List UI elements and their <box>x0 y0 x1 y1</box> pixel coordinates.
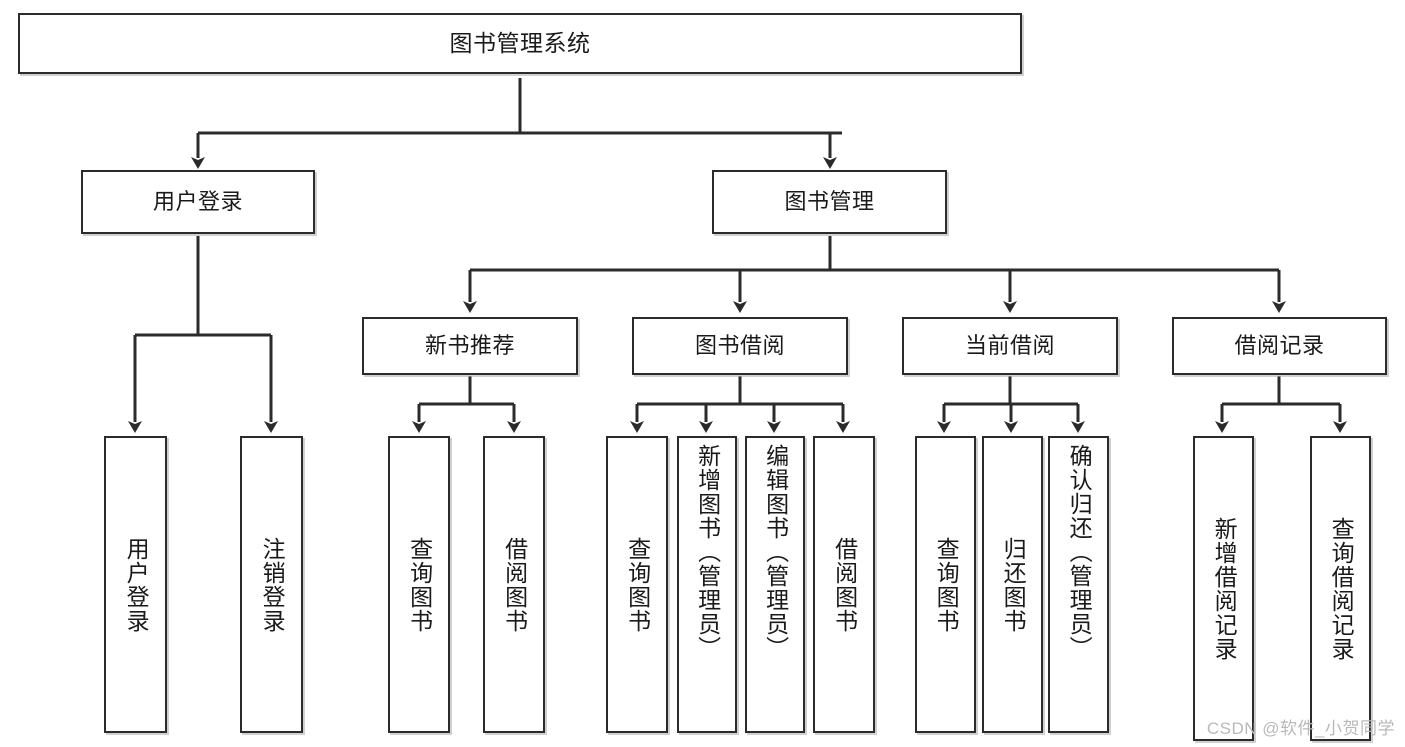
node-leaf-query-borrow-record[interactable]: 查询借阅记录 <box>1310 436 1371 741</box>
node-label: 注销登录 <box>259 536 286 633</box>
node-label: 查询图书 <box>406 536 433 633</box>
node-label: 查询借阅记录 <box>1328 516 1355 661</box>
node-label: 借阅图书 <box>831 536 858 633</box>
node-label: 查询图书 <box>624 536 651 633</box>
node-label: 新增图书（管理员） <box>694 444 721 660</box>
node-leaf-logout[interactable]: 注销登录 <box>240 436 303 733</box>
node-label: 用户登录 <box>152 189 243 215</box>
node-label: 图书管理 <box>784 189 875 215</box>
node-leaf-add-book-admin[interactable]: 新增图书（管理员） <box>677 436 737 733</box>
node-leaf-user-login[interactable]: 用户登录 <box>104 436 167 733</box>
node-leaf-borrow-book[interactable]: 借阅图书 <box>813 436 875 733</box>
node-label: 用户登录 <box>123 536 150 633</box>
node-label: 借阅记录 <box>1234 333 1325 359</box>
node-label: 当前借阅 <box>964 333 1055 359</box>
node-leaf-query-book-borrow[interactable]: 查询图书 <box>606 436 668 733</box>
node-label: 归还图书 <box>1000 536 1027 633</box>
node-label: 借阅图书 <box>501 536 528 633</box>
node-leaf-edit-book-admin[interactable]: 编辑图书（管理员） <box>745 436 805 733</box>
node-root-book-management-system[interactable]: 图书管理系统 <box>18 13 1022 74</box>
node-label: 查询图书 <box>933 536 960 633</box>
node-leaf-borrow-book-recommend[interactable]: 借阅图书 <box>483 436 545 733</box>
node-label: 新增借阅记录 <box>1211 516 1238 661</box>
node-leaf-query-book-current[interactable]: 查询图书 <box>915 436 976 733</box>
node-new-book-recommend[interactable]: 新书推荐 <box>362 317 578 375</box>
node-label: 编辑图书（管理员） <box>762 444 789 660</box>
node-book-management[interactable]: 图书管理 <box>712 170 947 234</box>
node-label: 图书管理系统 <box>449 30 591 57</box>
node-current-borrow[interactable]: 当前借阅 <box>902 317 1118 375</box>
node-leaf-query-book-recommend[interactable]: 查询图书 <box>388 436 450 733</box>
node-label: 图书借阅 <box>694 333 785 359</box>
node-leaf-return-book[interactable]: 归还图书 <box>982 436 1043 733</box>
node-label: 确认归还（管理员） <box>1066 444 1093 660</box>
node-leaf-confirm-return-admin[interactable]: 确认归还（管理员） <box>1048 436 1109 733</box>
node-borrow-records[interactable]: 借阅记录 <box>1172 317 1387 375</box>
node-leaf-add-borrow-record[interactable]: 新增借阅记录 <box>1193 436 1254 741</box>
watermark: CSDN @软件_小贺同学 <box>1206 719 1395 738</box>
node-label: 新书推荐 <box>424 333 515 359</box>
node-user-login[interactable]: 用户登录 <box>81 170 315 234</box>
node-book-borrow[interactable]: 图书借阅 <box>632 317 848 375</box>
